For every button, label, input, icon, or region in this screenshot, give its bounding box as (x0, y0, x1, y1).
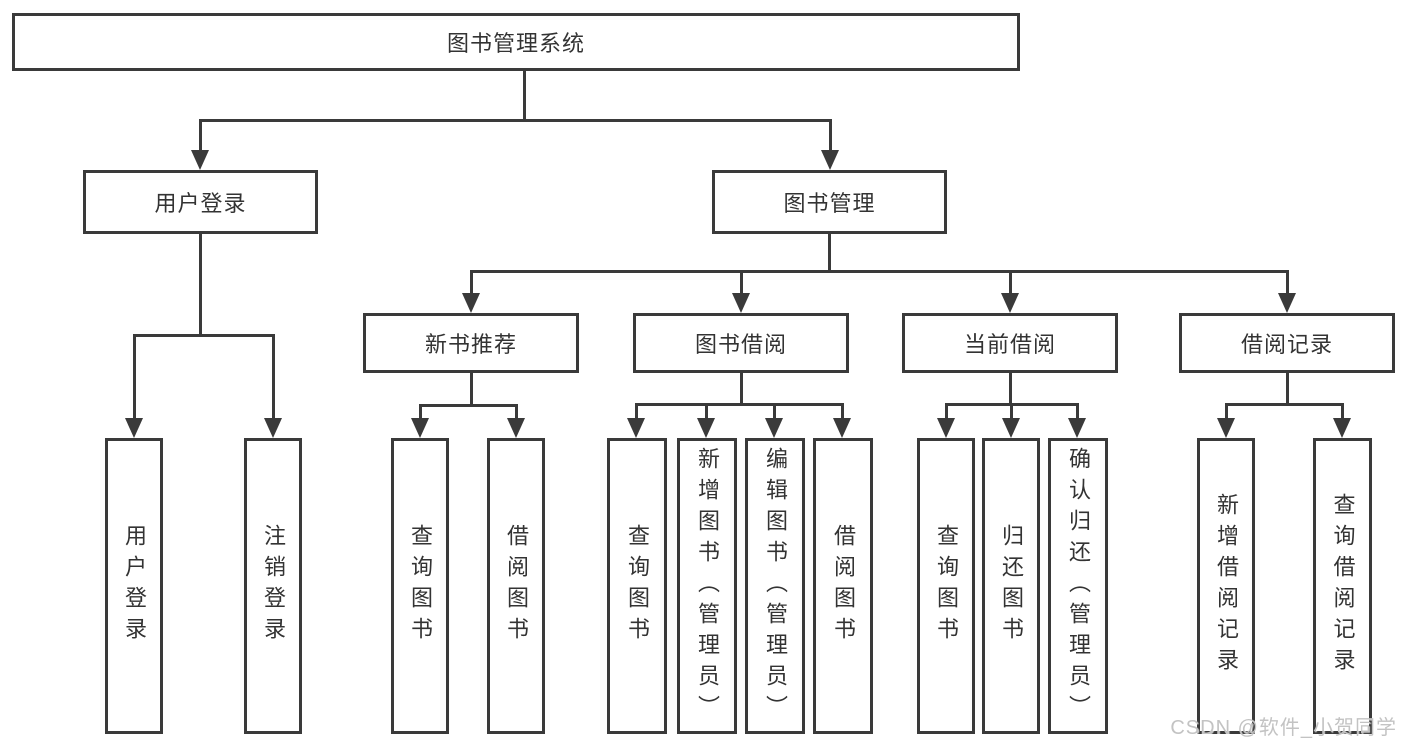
connector-book-borrow-stem (740, 270, 743, 295)
csdn-watermark: CSDN @软件_小贺同学 (1170, 717, 1397, 739)
node-borrow-records-label: 借阅记录 (1240, 332, 1333, 357)
node-logout-leaf-label: 注销登录 (261, 524, 286, 648)
connector-bb-add-stem (705, 403, 708, 420)
arrow-book-mgmt (821, 150, 839, 170)
arrow-new-book (462, 293, 480, 313)
node-user-login-group-label: 用户登录 (154, 191, 247, 216)
connector-br-stub (1286, 371, 1289, 406)
node-user-login-leaf: 用户登录 (105, 438, 163, 734)
node-book-management-label: 图书管理 (783, 191, 876, 216)
node-br-add-record: 新增借阅记录 (1197, 438, 1255, 734)
node-bb-add-books: 新增图书（管理员） (677, 438, 737, 734)
connector-bb-edit-stem (773, 403, 776, 420)
node-new-book-recommend-label: 新书推荐 (424, 332, 517, 357)
node-book-borrowing-label: 图书借阅 (694, 332, 787, 357)
node-user-login-leaf-label: 用户登录 (122, 524, 147, 648)
node-nb-borrow-books-label: 借阅图书 (504, 524, 529, 648)
node-current-borrowing: 当前借阅 (902, 313, 1118, 373)
arrow-bb-edit (765, 418, 783, 438)
node-nb-query-books-label: 查询图书 (408, 524, 433, 648)
node-logout-leaf: 注销登录 (244, 438, 302, 734)
arrow-book-borrow (732, 293, 750, 313)
node-nb-query-books: 查询图书 (391, 438, 449, 734)
node-br-add-record-label: 新增借阅记录 (1214, 493, 1239, 679)
node-cb-query-books: 查询图书 (917, 438, 975, 734)
connector-nb-stub (470, 371, 473, 407)
node-br-query-record: 查询借阅记录 (1313, 438, 1372, 734)
connector-cb-confirm-stem (1076, 403, 1079, 420)
connector-nb-borrow-stem (515, 404, 518, 420)
node-borrow-records: 借阅记录 (1179, 313, 1395, 373)
node-bb-query-books: 查询图书 (607, 438, 667, 734)
connector-bb-rail (635, 403, 844, 406)
arrow-borrow-records (1278, 293, 1296, 313)
node-cb-return-books-label: 归还图书 (999, 524, 1024, 648)
arrow-user-login-leaf (125, 418, 143, 438)
arrow-user-login (191, 150, 209, 170)
node-book-borrowing: 图书借阅 (633, 313, 849, 373)
connector-nb-query-stem (419, 404, 422, 420)
node-library-system-label: 图书管理系统 (446, 31, 585, 56)
connector-book-mgmt-stem (829, 119, 832, 152)
node-bb-edit-books-label: 编辑图书（管理员） (763, 446, 788, 726)
node-library-system: 图书管理系统 (12, 13, 1020, 71)
node-bb-query-books-label: 查询图书 (625, 524, 650, 648)
node-current-borrowing-label: 当前借阅 (963, 332, 1056, 357)
node-bb-edit-books: 编辑图书（管理员） (745, 438, 805, 734)
node-bb-add-books-label: 新增图书（管理员） (695, 446, 720, 726)
connector-br-rail (1225, 403, 1344, 406)
connector-user-group-stub (199, 232, 202, 337)
connector-cb-return-stem (1010, 403, 1013, 420)
node-cb-return-books: 归还图书 (982, 438, 1040, 734)
connector-borrow-records-stem (1286, 270, 1289, 295)
node-cb-query-books-label: 查询图书 (934, 524, 959, 648)
node-new-book-recommend: 新书推荐 (363, 313, 579, 373)
arrow-logout-leaf (264, 418, 282, 438)
node-user-login-group: 用户登录 (83, 170, 318, 234)
arrow-cb-return (1002, 418, 1020, 438)
connector-user-group-rail (133, 334, 275, 337)
node-bb-borrow-books-label: 借阅图书 (831, 524, 856, 648)
arrow-cb-query (937, 418, 955, 438)
connector-level3-rail (470, 270, 1289, 273)
arrow-nb-query (411, 418, 429, 438)
arrow-current-borrow (1001, 293, 1019, 313)
connector-bb-query-stem (635, 403, 638, 420)
connector-nb-rail (419, 404, 518, 407)
arrow-br-add (1217, 418, 1235, 438)
connector-book-mgmt-stub (828, 232, 831, 273)
node-cb-confirm-return: 确认归还（管理员） (1048, 438, 1108, 734)
connector-bb-borrow-stem (841, 403, 844, 420)
connector-current-borrow-stem (1009, 270, 1012, 295)
arrow-nb-borrow (507, 418, 525, 438)
connector-bb-stub (740, 371, 743, 406)
arrow-br-query (1333, 418, 1351, 438)
connector-new-book-stem (470, 270, 473, 295)
connector-br-add-stem (1225, 403, 1228, 420)
arrow-cb-confirm (1068, 418, 1086, 438)
node-cb-confirm-return-label: 确认归还（管理员） (1066, 446, 1091, 726)
node-br-query-record-label: 查询借阅记录 (1330, 493, 1356, 679)
connector-user-login-leaf-stem (133, 334, 136, 420)
arrow-bb-add (697, 418, 715, 438)
connector-cb-stub (1009, 371, 1012, 406)
connector-root-stub (523, 70, 526, 121)
connector-logout-leaf-stem (272, 334, 275, 420)
connector-br-query-stem (1341, 403, 1344, 420)
node-book-management: 图书管理 (712, 170, 947, 234)
node-bb-borrow-books: 借阅图书 (813, 438, 873, 734)
connector-level2-rail (199, 119, 832, 122)
connector-user-login-stem (199, 119, 202, 152)
arrow-bb-query (627, 418, 645, 438)
arrow-bb-borrow (833, 418, 851, 438)
node-nb-borrow-books: 借阅图书 (487, 438, 545, 734)
connector-cb-query-stem (945, 403, 948, 420)
